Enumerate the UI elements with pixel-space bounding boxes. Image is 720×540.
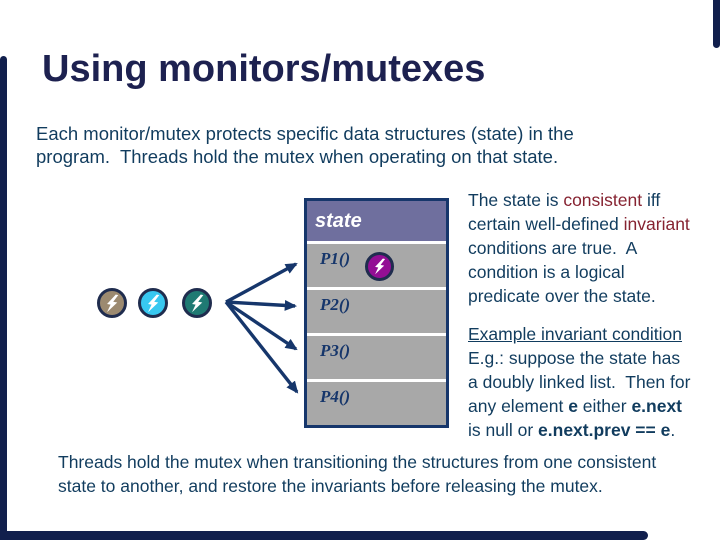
lightning-bolt-icon	[192, 294, 204, 312]
arrow-to-p1	[225, 262, 298, 304]
thread-circle-2	[138, 288, 168, 318]
arrow-to-p3	[225, 300, 298, 351]
state-box-title: state	[307, 201, 446, 241]
lightning-bolt-icon	[148, 294, 160, 312]
footer-paragraph: Threads hold the mutex when transitionin…	[58, 452, 657, 496]
thread-circle-1	[97, 288, 127, 318]
procedure-row-p1: P1()	[307, 241, 446, 287]
consistency-paragraph: The state is consistent iff certain well…	[468, 190, 690, 306]
slide-accent-left-bar	[0, 56, 7, 540]
arrow-to-p2	[225, 299, 298, 311]
procedure-row-p3: P3()	[307, 333, 446, 379]
slide-accent-bottom-bar	[0, 531, 648, 540]
slide-title: Using monitors/mutexes	[42, 48, 486, 90]
procedure-row-p2: P2()	[307, 287, 446, 333]
thread-circle-in-monitor	[365, 252, 394, 281]
procedure-row-p4: P4()	[307, 379, 446, 425]
invariant-example-paragraph: Example invariant condition E.g.: suppos…	[468, 324, 691, 440]
slide-accent-topright-bar	[713, 0, 720, 48]
lightning-bolt-icon	[375, 258, 386, 275]
state-box: state P1() P2() P3() P4()	[304, 198, 449, 428]
thread-circle-3	[182, 288, 212, 318]
lightning-bolt-icon	[107, 294, 119, 312]
arrow-to-p4	[224, 300, 299, 394]
intro-paragraph: Each monitor/mutex protects specific dat…	[36, 123, 574, 167]
